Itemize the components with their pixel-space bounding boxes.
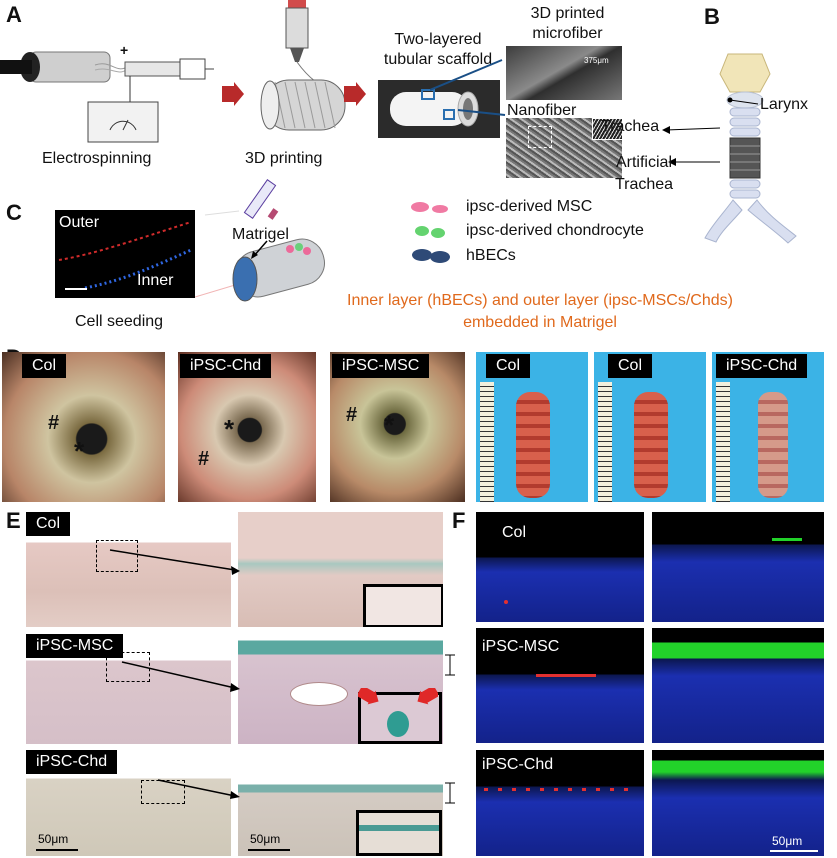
epithelium-thickness-marker-1	[445, 654, 455, 676]
histology-ipsc-chd-overview: iPSC-Chd 50μm	[26, 750, 231, 856]
gross-image-ipsc-chd: iPSC-Chd	[712, 352, 824, 502]
gross-label-ipsc-chd: iPSC-Chd	[716, 354, 808, 378]
3d-printing-caption: 3D printing	[245, 150, 323, 167]
cell-legend-icons	[411, 202, 450, 263]
scale-label-f: 50μm	[772, 834, 803, 848]
scale-label-e1: 50μm	[38, 832, 69, 846]
panel-label-e: E	[6, 508, 21, 533]
endo-hash-ipsc-chd: #	[198, 448, 210, 470]
zoom-lines	[430, 59, 506, 116]
scale-bar-f	[770, 850, 818, 852]
histology-ipsc-msc-overview: iPSC-MSC	[26, 632, 231, 744]
legend-ipsc-chondrocyte: ipsc-derived chondrocyte	[466, 222, 644, 239]
panel-label-f: F	[452, 508, 466, 533]
histo-label-col: Col	[26, 512, 71, 536]
scale-bar-e1	[36, 849, 78, 851]
layer-note-line1: Inner layer (hBECs) and outer layer (ips…	[347, 292, 733, 309]
fluorescence-ipsc-chd-right: 50μm	[652, 750, 824, 856]
matrigel-label: Matrigel	[232, 226, 289, 243]
inner-layer-label: Inner	[137, 272, 174, 289]
nanofiber-sem-image	[506, 118, 622, 178]
zoom-arrows-e	[109, 549, 240, 799]
matrigel-scaffold-illustration	[195, 179, 325, 302]
fluorescence-col-left: Col	[476, 512, 644, 622]
endo-label-ipsc-chd: iPSC-Chd	[180, 354, 272, 378]
artificial-trachea-label: Artificial Trachea	[614, 154, 674, 193]
cell-seeding-fluorescence-image: Outer Inner	[55, 210, 195, 298]
nanofiber-inset	[592, 118, 622, 140]
endo-star-ipsc-chd: *	[224, 414, 235, 444]
gross-label-col-2: Col	[608, 354, 653, 378]
fluor-label-col: Col	[502, 524, 527, 541]
layer-note-line2: embedded in Matrigel	[463, 314, 617, 331]
panel-label-c: C	[6, 200, 22, 225]
voltage-plus-sign: +	[120, 42, 129, 58]
outer-layer-label: Outer	[59, 214, 100, 231]
histology-col-zoom	[238, 512, 443, 627]
zoom-box-col	[96, 540, 138, 572]
trachea-pointer-lines	[662, 97, 759, 166]
legend-hbecs: hBECs	[466, 247, 516, 264]
fluorescence-ipsc-msc-left: iPSC-MSC	[476, 628, 644, 743]
nanofiber-caption: Nanofiber	[507, 102, 577, 119]
scale-label-e2: 50μm	[250, 832, 281, 846]
histology-ipsc-msc-zoom	[238, 632, 443, 744]
panel-label-b: B	[704, 4, 720, 29]
micro-scale-label: 375μm	[584, 56, 609, 65]
histo-label-ipsc-chd: iPSC-Chd	[26, 750, 118, 774]
endoscopy-image-ipsc-chd: iPSC-Chd # *	[178, 352, 316, 502]
gross-label-col-1: Col	[486, 354, 531, 378]
histology-ipsc-chd-zoom: 50μm	[238, 750, 443, 856]
scaffold-photo	[378, 80, 500, 138]
endo-label-col: Col	[22, 354, 67, 378]
fluor-label-ipsc-chd: iPSC-Chd	[482, 756, 554, 773]
larynx-label: Larynx	[760, 96, 809, 113]
trachea-label: Trachea	[601, 118, 660, 135]
nanofiber-zoom-box	[528, 126, 552, 148]
histo-label-ipsc-msc: iPSC-MSC	[26, 634, 124, 658]
endo-hash-ipsc-msc: #	[346, 404, 358, 426]
panel-label-a: A	[6, 2, 22, 27]
endoscopy-image-col: Col # *	[2, 352, 165, 502]
histology-col-overview: Col	[26, 512, 231, 627]
fluor-label-ipsc-msc: iPSC-MSC	[482, 638, 560, 655]
gross-image-col-1: Col	[476, 352, 588, 502]
endo-label-ipsc-msc: iPSC-MSC	[332, 354, 430, 378]
endo-star-ipsc-msc: *	[384, 410, 395, 440]
arrow-right-icon	[344, 82, 366, 106]
scaffold-caption: Two-layered tubular scaffold	[383, 31, 493, 68]
fluorescence-ipsc-chd-left: iPSC-Chd	[476, 750, 644, 856]
trachea-illustration	[704, 53, 797, 244]
zoom-box-ipsc-msc	[106, 652, 150, 682]
endoscopy-image-ipsc-msc: iPSC-MSC # *	[330, 352, 465, 502]
gross-image-col-2: Col	[594, 352, 706, 502]
red-arrow-icons	[358, 688, 438, 705]
microfiber-sem-image: 375μm	[506, 46, 622, 100]
scale-bar-e2	[248, 849, 290, 851]
3d-printing-illustration	[260, 0, 346, 131]
arrow-right-icon	[222, 82, 244, 106]
inset-col	[363, 584, 443, 627]
cell-seeding-caption: Cell seeding	[75, 313, 164, 330]
endo-hash-col: #	[48, 412, 60, 434]
epithelium-thickness-marker-2	[445, 782, 455, 804]
fluorescence-ipsc-msc-right	[652, 628, 824, 743]
inset-ipsc-chd	[356, 810, 442, 856]
fluorescence-col-right	[652, 512, 824, 622]
legend-ipsc-msc: ipsc-derived MSC	[466, 198, 593, 215]
electrospinning-illustration	[0, 51, 214, 143]
microfiber-caption: 3D printed microfiber	[530, 5, 605, 42]
electrospinning-caption: Electrospinning	[42, 150, 152, 167]
endo-star-col: *	[74, 436, 85, 466]
